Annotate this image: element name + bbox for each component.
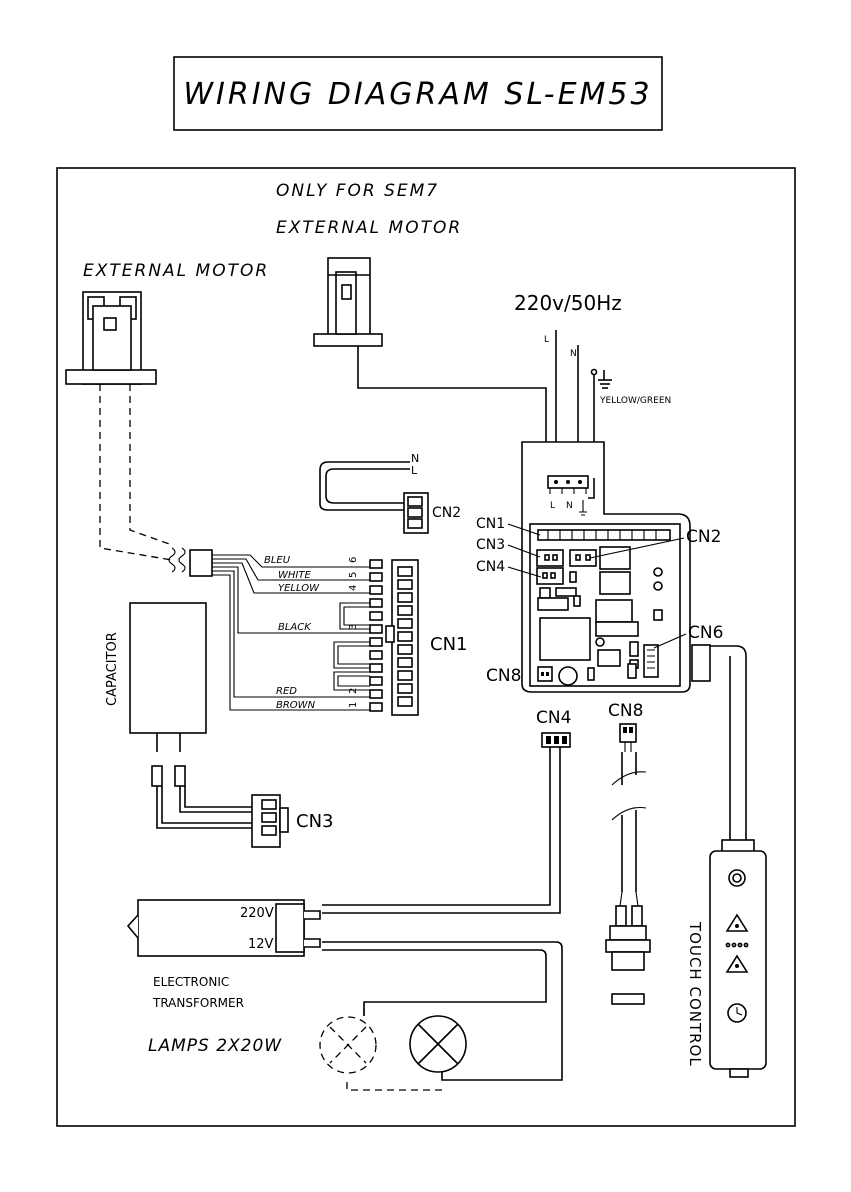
electronic-transformer	[128, 900, 320, 956]
wire-black-label: BLACK	[278, 622, 312, 633]
cn3-capacitor-label: CN3	[296, 811, 334, 832]
board-cn8-connector	[538, 667, 552, 681]
board-cn1-label: CN1	[476, 516, 505, 532]
wire-brown-label: BROWN	[276, 700, 316, 711]
wire-N-label: N	[570, 349, 577, 359]
wire-6-num: 6	[348, 557, 359, 563]
board-cn4-connector	[537, 568, 563, 584]
wire-bleu-label: BLEU	[264, 555, 291, 566]
external-motor-top-label: EXTERNAL MOTOR	[276, 218, 462, 238]
board-cn2-label: CN2	[686, 527, 721, 547]
cn8-plug-label: CN8	[608, 701, 643, 721]
wire-yellow-label: YELLOW	[278, 583, 320, 594]
lamp	[410, 1016, 466, 1072]
transformer-12v-label: 12V	[248, 937, 274, 952]
cn4-plug	[542, 733, 570, 747]
board-cn4-label: CN4	[476, 559, 505, 575]
board-cn8-label: CN8	[486, 666, 521, 686]
board-cn3-connector	[537, 550, 563, 566]
supply-label: 220v/50Hz	[514, 291, 622, 315]
diagram-title: WIRING DIAGRAM SL-EM53	[183, 77, 652, 112]
light-button-icon[interactable]	[729, 870, 745, 886]
capacitor-label: CAPACITOR	[105, 632, 120, 706]
board-cn3-label: CN3	[476, 537, 505, 553]
touch-cable-end	[692, 645, 710, 681]
touch-control-label: TOUCH CONTROL	[686, 921, 704, 1067]
lamps-label: LAMPS 2X20W	[148, 1036, 282, 1056]
cn2-left-connector	[404, 493, 428, 533]
wire-white-label: WHITE	[278, 570, 311, 581]
cn4-plug-label: CN4	[536, 708, 571, 728]
only-for-label: ONLY FOR SEM7	[276, 181, 439, 201]
wire-5-num: 5	[348, 572, 359, 578]
cn2-L-label: L	[411, 464, 418, 477]
terminal-L-label: L	[550, 501, 555, 511]
wire-1-num: 1	[348, 702, 359, 708]
wire-2-num: 2	[348, 688, 359, 694]
cn2-left-label: CN2	[432, 505, 461, 521]
transformer-220v-label: 220V	[240, 906, 274, 921]
capacitor-body	[130, 603, 206, 733]
board-cn6-label: CN6	[688, 623, 723, 643]
terminal-N-label: N	[566, 501, 573, 511]
external-motor-left-label: EXTERNAL MOTOR	[83, 261, 269, 281]
earth-wire-end	[592, 370, 597, 375]
cable-sleeve	[190, 550, 212, 576]
transformer-label-1: ELECTRONIC	[153, 975, 229, 989]
wire-4-num: 4	[348, 585, 359, 591]
transformer-label-2: TRANSFORMER	[152, 996, 244, 1010]
board-cn1-connector	[538, 530, 670, 540]
timer-button-icon[interactable]	[728, 1004, 746, 1022]
wire-L-label: L	[544, 335, 549, 345]
cn1-main-label: CN1	[430, 634, 468, 655]
earth-label: YELLOW/GREEN	[599, 396, 671, 406]
wire-red-label: RED	[276, 686, 297, 697]
